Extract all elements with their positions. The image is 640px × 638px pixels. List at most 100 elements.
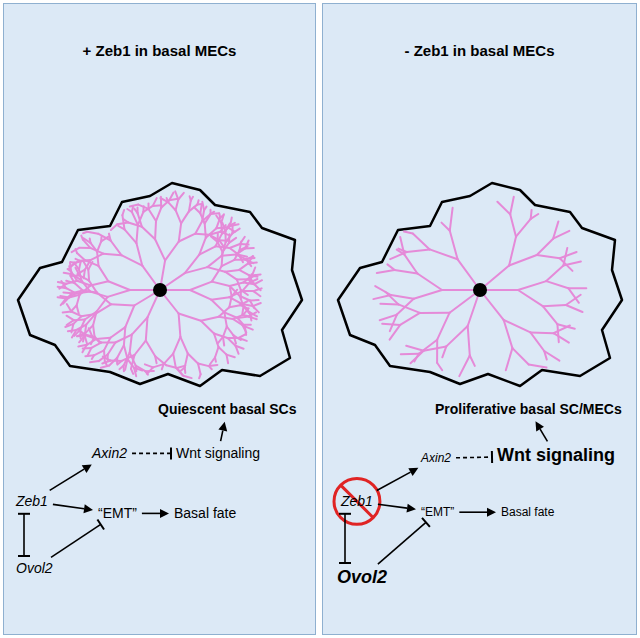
duct-line (108, 290, 130, 297)
duct-line (136, 366, 146, 372)
duct-line (81, 314, 95, 316)
node-label: Wnt signaling (176, 445, 260, 462)
duct-line (122, 210, 124, 215)
duct-line (424, 346, 447, 350)
duct-line (377, 270, 395, 273)
duct-line (195, 234, 209, 235)
connector (456, 451, 492, 463)
duct-line (210, 235, 220, 240)
duct-line (160, 198, 168, 202)
connector-line (23, 514, 25, 556)
duct-line (108, 281, 130, 290)
connector-line (378, 504, 407, 508)
duct-line (544, 351, 559, 361)
duct-line (225, 270, 239, 272)
panel-ground (3, 3, 316, 635)
duct-line (198, 364, 201, 375)
duct-line (198, 364, 209, 367)
duct-line (89, 239, 92, 243)
duct-line (65, 324, 73, 327)
duct-line (253, 291, 260, 296)
duct-line (216, 216, 221, 223)
duct-line (219, 317, 233, 319)
duct-line (177, 366, 185, 368)
duct-line (245, 241, 249, 249)
duct-line (108, 343, 116, 355)
duct-line (404, 232, 413, 234)
duct-line (228, 338, 236, 346)
duct-line (148, 203, 150, 209)
duct-line (242, 325, 246, 333)
duct-line (400, 313, 420, 325)
connector-line (50, 469, 84, 490)
duct-line (101, 342, 115, 344)
duct-line (243, 315, 251, 317)
duct-line (119, 366, 123, 370)
duct-line (248, 262, 257, 265)
duct-line (115, 335, 131, 343)
duct-line (176, 200, 179, 211)
duct-line (91, 254, 104, 260)
prohibition-circle (334, 478, 380, 524)
duct-line (190, 282, 212, 290)
duct-line (210, 232, 221, 235)
duct-line (211, 297, 229, 300)
connector (536, 421, 548, 441)
duct-line (233, 319, 242, 325)
duct-line (220, 225, 226, 232)
connector (132, 447, 171, 459)
duct-line (111, 241, 122, 256)
duct-line (117, 223, 128, 225)
duct-line (530, 331, 553, 334)
duct-line (229, 305, 240, 307)
duct-line (155, 356, 166, 365)
duct-line (142, 227, 155, 240)
duct-line (227, 327, 234, 336)
duct-line (531, 214, 539, 219)
inhibition-bar (18, 513, 30, 515)
duct-line (94, 350, 104, 355)
duct-line (470, 356, 475, 366)
duct-line (199, 374, 201, 378)
duct-line (138, 205, 148, 209)
duct-line (124, 327, 125, 345)
duct-line (191, 197, 193, 201)
connector (459, 508, 496, 517)
duct-line (136, 243, 142, 266)
duct-line (130, 335, 132, 353)
ductal-tree (373, 197, 586, 376)
duct-line (85, 336, 87, 344)
duct-line (125, 306, 134, 328)
gene-node: Zeb1 (339, 492, 375, 511)
node-label: Axin2 (92, 445, 127, 462)
duct-line (413, 234, 430, 250)
duct-line (510, 197, 514, 215)
duct-line (230, 224, 239, 226)
duct-line (175, 191, 178, 199)
duct-line (85, 260, 91, 270)
duct-line (237, 280, 241, 290)
duct-line (89, 328, 92, 336)
duct-line (103, 254, 121, 256)
duct-line (199, 246, 215, 254)
duct-line (230, 283, 244, 287)
duct-line (227, 355, 229, 364)
duct-line (195, 221, 202, 234)
duct-line (99, 355, 108, 362)
duct-line (135, 341, 146, 355)
duct-line (223, 327, 227, 337)
duct-line (236, 346, 239, 354)
duct-line (178, 193, 184, 200)
duct-line (111, 304, 134, 305)
duct-line (420, 312, 450, 314)
gene-node: “EMT” (96, 504, 139, 523)
duct-line (181, 367, 185, 371)
duct-line (232, 290, 238, 297)
duct-line (566, 295, 581, 305)
connector (18, 514, 30, 556)
duct-line (512, 348, 528, 364)
duct-line (240, 301, 248, 305)
duct-line (179, 223, 181, 241)
duct-line (543, 306, 558, 324)
duct-line (230, 288, 232, 297)
